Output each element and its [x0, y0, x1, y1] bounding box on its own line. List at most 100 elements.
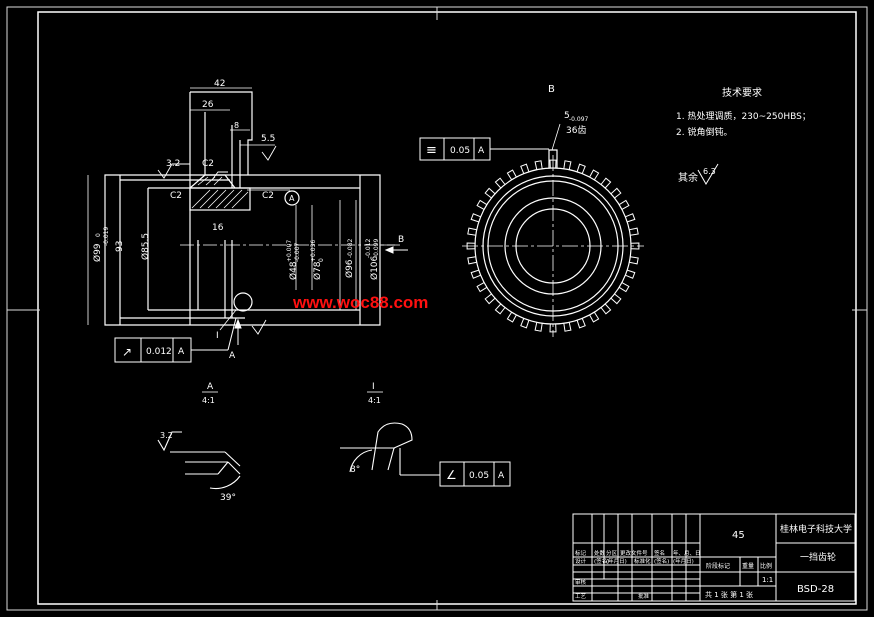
tooth-count: 36齿 [566, 125, 586, 136]
detail-i-marker: I [216, 331, 219, 341]
tb-ratio: 1:1 [762, 576, 773, 584]
gear-tooth [576, 163, 586, 174]
detail-i-drawing [340, 422, 440, 476]
dim-42: 42 [214, 79, 225, 89]
gear-tooth [625, 213, 636, 223]
svg-text:(签名): (签名) [654, 557, 669, 565]
svg-text:签名: 签名 [654, 549, 665, 557]
roughness-symbols [157, 145, 277, 335]
gear-tooth [494, 303, 506, 315]
gear-tooth [618, 282, 630, 293]
gear-tooth [467, 227, 477, 236]
gear-tooth [563, 322, 572, 332]
detail-i-scale: 4:1 [368, 396, 381, 405]
svg-text:标准化: 标准化 [634, 557, 651, 565]
tb-row1: 标记 处数 分区 更改文件号 签名 年、月、日 [575, 549, 701, 557]
dim-48: Ø48 [288, 261, 299, 280]
gear-tooth [476, 199, 488, 210]
dim-106: Ø106 [369, 255, 380, 280]
fcf-symmetry-value: 0.05 [450, 146, 470, 156]
gear-tooth [563, 160, 572, 170]
detail-a-scale: 4:1 [202, 396, 215, 405]
svg-text:标记: 标记 [575, 549, 587, 557]
fcf-symmetry-datum: A [478, 146, 485, 156]
gear-centerlines [462, 155, 644, 337]
dim-99-tol: -0.019 [103, 226, 110, 246]
tb-row4: 工艺 批准 [575, 592, 650, 600]
chamfer-c2-right: C2 [262, 191, 274, 201]
fcf-angularity-datum: A [498, 471, 505, 481]
fcf-angularity [439, 461, 511, 487]
gear-tooth [534, 160, 543, 170]
dim-48-tol2: -0.007 [294, 242, 301, 262]
gear-teeth [466, 159, 640, 333]
keyway-width: 5 [564, 111, 570, 121]
svg-text:批准: 批准 [638, 592, 650, 600]
note-2: 2. 锐角倒钝。 [676, 126, 732, 138]
dim-96-tol: -0.082 [347, 238, 354, 258]
title-block [572, 513, 856, 602]
dim-99: Ø99 [92, 243, 103, 262]
view-b-title: B [548, 84, 555, 95]
tb-sheet: 共 1 张 第 1 张 [705, 590, 753, 599]
centering-marks [7, 7, 867, 610]
gear-tooth [589, 169, 600, 181]
svg-text:更改文件号: 更改文件号 [620, 549, 648, 557]
chamfer-c2-left: C2 [170, 191, 182, 201]
tb-part-name: 一挡齿轮 [800, 551, 836, 563]
gear-tooth [610, 187, 622, 199]
gear-tooth [629, 227, 639, 236]
fcf-runout [114, 317, 237, 363]
gear-tooth [484, 187, 496, 199]
gear-tooth [484, 293, 496, 305]
rest-roughness-label: 其余 [678, 171, 698, 184]
detail-a-rough: 3.2 [160, 431, 173, 440]
drawing-frame [37, 11, 857, 605]
gear-tooth [476, 282, 488, 293]
chamfer-c2-top: C2 [202, 159, 214, 169]
fcf-runout-datum: A [178, 347, 185, 357]
svg-text:(签名): (签名) [594, 557, 609, 565]
rest-roughness-symbol [697, 163, 719, 185]
notes-heading: 技术要求 [722, 86, 762, 99]
fcf-angularity-symbol: ∠ [446, 468, 457, 482]
detail-i-title: I [372, 382, 375, 392]
detail-a-angle: 39° [220, 493, 236, 503]
fcf-symmetry [419, 137, 549, 161]
gear-tooth [467, 256, 477, 265]
gear-tooth [589, 311, 600, 323]
fcf-runout-symbol: ↗ [122, 345, 132, 359]
gear-tooth [625, 269, 636, 279]
dim-85-5: Ø85.5 [140, 233, 151, 260]
dim-78-tol: +0.036 [310, 240, 317, 262]
view-b-marker: B [398, 235, 404, 245]
gear-tooth [610, 293, 622, 305]
tb-school: 桂林电子科技大学 [780, 523, 852, 535]
svg-text:工艺: 工艺 [575, 593, 587, 600]
gear-tooth [470, 213, 481, 223]
gear-tooth [494, 177, 506, 189]
dim-106-tol: -0.012 [365, 238, 372, 258]
fcf-angularity-value: 0.05 [469, 471, 489, 481]
note-1: 1. 热处理调质，230~250HBS； [676, 110, 811, 122]
svg-text:(年月日): (年月日) [673, 557, 694, 565]
svg-text:处数: 处数 [594, 549, 606, 557]
gear-tooth [520, 318, 530, 329]
fcf-runout-value: 0.012 [146, 347, 172, 357]
tb-row3: 审核 [575, 578, 587, 586]
tb-row2: 设计 (签名) (年月日) 标准化 (签名) (年月日) [575, 557, 694, 565]
dim-48-tol: +0.007 [286, 240, 293, 262]
detail-a-title: A [207, 382, 214, 392]
dim-78: Ø78 [312, 261, 323, 280]
gear-tooth [600, 303, 612, 315]
detail-i-angle: 8° [350, 465, 360, 475]
gear-tooth [520, 163, 530, 174]
dim-106-tol2: -0.099 [373, 238, 380, 258]
dim-96: Ø96 [344, 259, 355, 278]
svg-text:(年月日): (年月日) [606, 557, 627, 565]
gear-tooth [629, 256, 639, 265]
view-a-marker: A [229, 351, 236, 361]
tb-material: 45 [732, 530, 745, 541]
svg-text:审核: 审核 [575, 578, 587, 586]
gear-tooth [618, 199, 630, 210]
